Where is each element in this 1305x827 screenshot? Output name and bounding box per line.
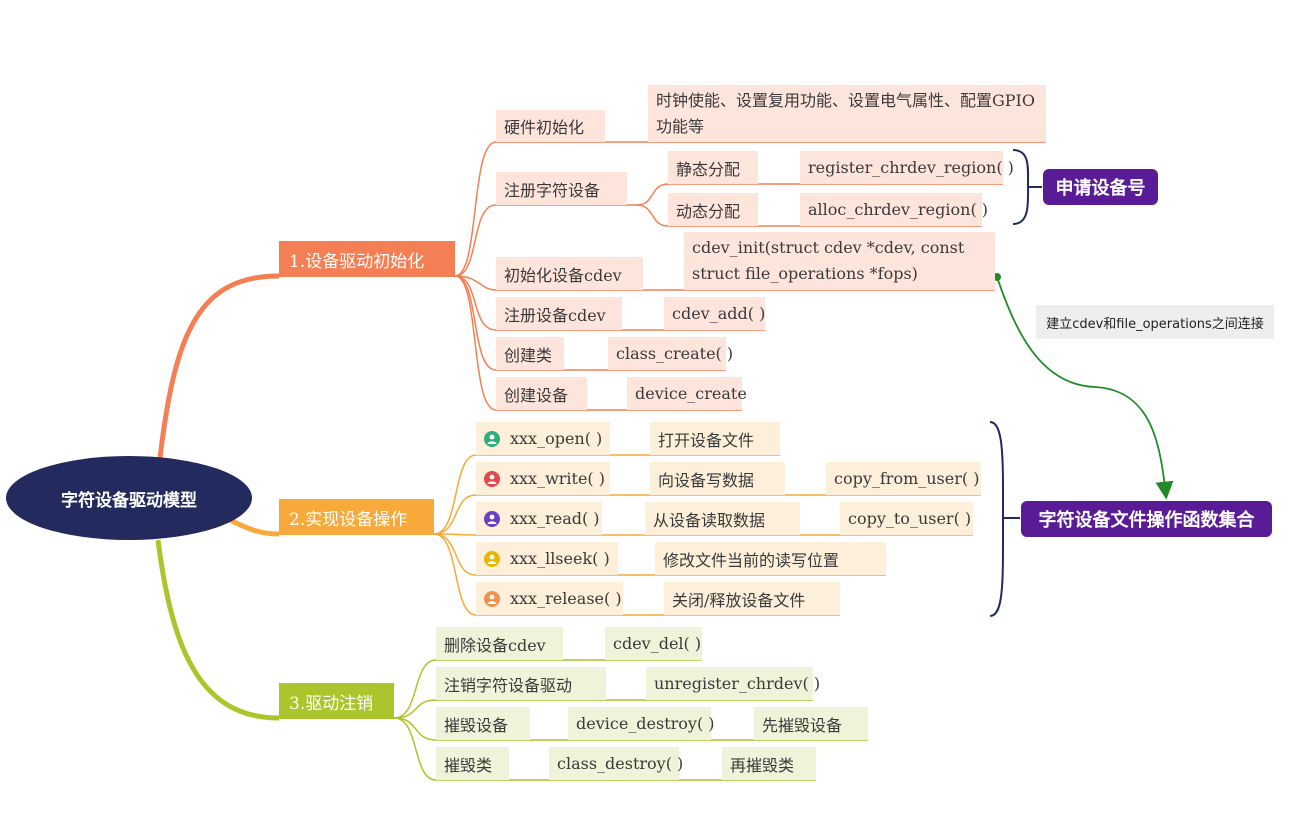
branch-ops: 2.实现设备操作 bbox=[279, 499, 434, 535]
device-create-node: 创建设备 bbox=[496, 377, 587, 410]
register-chrdev-node: 注册字符设备 bbox=[496, 172, 627, 205]
fops-summary-text: 字符设备文件操作函数集合 bbox=[1038, 510, 1255, 531]
op-write-extra-text: copy_from_user( ) bbox=[834, 469, 980, 488]
op-read-extra-text: copy_to_user( ) bbox=[848, 509, 972, 528]
op-llseek-node: xxx_llseek( ) bbox=[476, 542, 618, 575]
dynamic-alloc-label: 动态分配 bbox=[676, 201, 741, 221]
class-destroy-func: class_destroy( ) bbox=[549, 747, 683, 780]
unregister-label: 注销字符设备驱动 bbox=[444, 675, 573, 695]
static-alloc-node: 静态分配 bbox=[668, 151, 758, 184]
dynamic-alloc-node: 动态分配 bbox=[668, 193, 758, 226]
op-release-desc-text: 关闭/释放设备文件 bbox=[672, 590, 806, 610]
root-node: 字符设备驱动模型 bbox=[6, 456, 252, 540]
device-destroy-func-text: device_destroy( ) bbox=[576, 714, 715, 733]
dynamic-alloc-func-text: alloc_chrdev_region( ) bbox=[808, 200, 989, 219]
cdev-add-label: 注册设备cdev bbox=[504, 305, 606, 325]
op-release-node: xxx_release( ) bbox=[476, 582, 623, 615]
op-release-desc: 关闭/释放设备文件 bbox=[664, 582, 840, 615]
branch-exit: 3.驱动注销 bbox=[279, 683, 394, 719]
user-icon bbox=[484, 550, 500, 567]
hw-init-label: 硬件初始化 bbox=[504, 118, 585, 137]
op-read-extra: copy_to_user( ) bbox=[840, 502, 973, 535]
devno-summary-text: 申请设备号 bbox=[1055, 178, 1146, 199]
op-read-desc: 从设备读取数据 bbox=[645, 502, 800, 535]
class-destroy-label: 摧毁类 bbox=[444, 755, 493, 775]
user-icon bbox=[484, 430, 500, 447]
class-create-func-text: class_create( ) bbox=[616, 344, 734, 363]
device-destroy-label: 摧毁设备 bbox=[444, 715, 509, 735]
device-create-label: 创建设备 bbox=[504, 385, 569, 405]
op-write-desc: 向设备写数据 bbox=[650, 462, 785, 495]
cdev-del-func-text: cdev_del( ) bbox=[613, 634, 702, 653]
cdev-init-func: cdev_init(struct cdev *cdev, const struc… bbox=[684, 232, 995, 290]
devno-summary-label: 申请设备号 bbox=[1043, 169, 1158, 205]
op-open-desc: 打开设备文件 bbox=[650, 422, 780, 455]
unregister-func-text: unregister_chrdev( ) bbox=[654, 674, 821, 693]
op-write-label: xxx_write( ) bbox=[510, 469, 605, 488]
op-llseek-label: xxx_llseek( ) bbox=[510, 549, 610, 568]
class-destroy-node: 摧毁类 bbox=[436, 747, 509, 780]
op-llseek-desc: 修改文件当前的读写位置 bbox=[655, 542, 886, 575]
op-read-node: xxx_read( ) bbox=[476, 502, 602, 535]
class-destroy-func-text: class_destroy( ) bbox=[557, 754, 684, 773]
hw-init-detail-text: 时钟使能、设置复用功能、设置电气属性、配置GPIO功能等 bbox=[656, 90, 1035, 136]
root-label: 字符设备驱动模型 bbox=[61, 490, 197, 511]
static-alloc-func: register_chrdev_region( ) bbox=[800, 151, 1014, 184]
device-destroy-func: device_destroy( ) bbox=[568, 707, 715, 740]
cdev-init-label: 初始化设备cdev bbox=[504, 265, 622, 285]
register-chrdev-label: 注册字符设备 bbox=[504, 180, 601, 200]
user-icon bbox=[484, 590, 500, 607]
unregister-node: 注销字符设备驱动 bbox=[436, 667, 606, 700]
op-llseek-desc-text: 修改文件当前的读写位置 bbox=[663, 550, 840, 570]
fops-summary-label: 字符设备文件操作函数集合 bbox=[1021, 501, 1272, 537]
unregister-func: unregister_chrdev( ) bbox=[646, 667, 820, 700]
class-create-node: 创建类 bbox=[496, 337, 564, 370]
branch-exit-label: 3.驱动注销 bbox=[289, 693, 374, 714]
hw-init-detail: 时钟使能、设置复用功能、设置电气属性、配置GPIO功能等 bbox=[648, 85, 1046, 142]
class-create-func: class_create( ) bbox=[608, 337, 733, 370]
dynamic-alloc-func: alloc_chrdev_region( ) bbox=[800, 193, 988, 226]
user-icon bbox=[484, 470, 500, 487]
op-read-desc-text: 从设备读取数据 bbox=[653, 510, 766, 530]
device-destroy-node: 摧毁设备 bbox=[436, 707, 530, 740]
class-destroy-note: 再摧毁类 bbox=[722, 747, 816, 780]
cdev-init-func-text: cdev_init(struct cdev *cdev, const struc… bbox=[692, 238, 965, 283]
static-alloc-func-text: register_chrdev_region( ) bbox=[808, 158, 1014, 177]
cdev-del-func: cdev_del( ) bbox=[605, 627, 702, 660]
branch-init: 1.设备驱动初始化 bbox=[279, 241, 455, 277]
hw-init-node: 硬件初始化 bbox=[496, 110, 605, 142]
op-read-label: xxx_read( ) bbox=[510, 509, 600, 528]
class-destroy-note-text: 再摧毁类 bbox=[730, 755, 795, 775]
link-note: 建立cdev和file_operations之间连接 bbox=[1036, 305, 1274, 339]
branch-ops-label: 2.实现设备操作 bbox=[289, 509, 408, 530]
op-open-node: xxx_open( ) bbox=[476, 422, 610, 455]
device-destroy-note: 先摧毁设备 bbox=[754, 707, 868, 740]
op-open-desc-text: 打开设备文件 bbox=[658, 430, 755, 450]
device-create-func-text: device_create bbox=[635, 384, 747, 403]
cdev-init-node: 初始化设备cdev bbox=[496, 257, 643, 290]
link-note-text: 建立cdev和file_operations之间连接 bbox=[1046, 316, 1264, 332]
op-write-extra: copy_from_user( ) bbox=[826, 462, 981, 495]
op-release-label: xxx_release( ) bbox=[510, 589, 622, 608]
user-icon bbox=[484, 510, 500, 527]
op-open-label: xxx_open( ) bbox=[510, 429, 603, 448]
branch-init-label: 1.设备驱动初始化 bbox=[289, 251, 425, 272]
cdev-del-node: 删除设备cdev bbox=[436, 627, 563, 660]
op-write-node: xxx_write( ) bbox=[476, 462, 610, 495]
cdev-del-label: 删除设备cdev bbox=[444, 635, 546, 655]
device-create-func: device_create bbox=[627, 377, 747, 410]
cdev-add-func-text: cdev_add( ) bbox=[672, 304, 766, 323]
class-create-label: 创建类 bbox=[504, 345, 553, 365]
device-destroy-note-text: 先摧毁设备 bbox=[762, 715, 843, 735]
cdev-add-func: cdev_add( ) bbox=[664, 297, 765, 330]
op-write-desc-text: 向设备写数据 bbox=[658, 470, 755, 490]
static-alloc-label: 静态分配 bbox=[676, 159, 741, 179]
cdev-add-node: 注册设备cdev bbox=[496, 297, 622, 330]
